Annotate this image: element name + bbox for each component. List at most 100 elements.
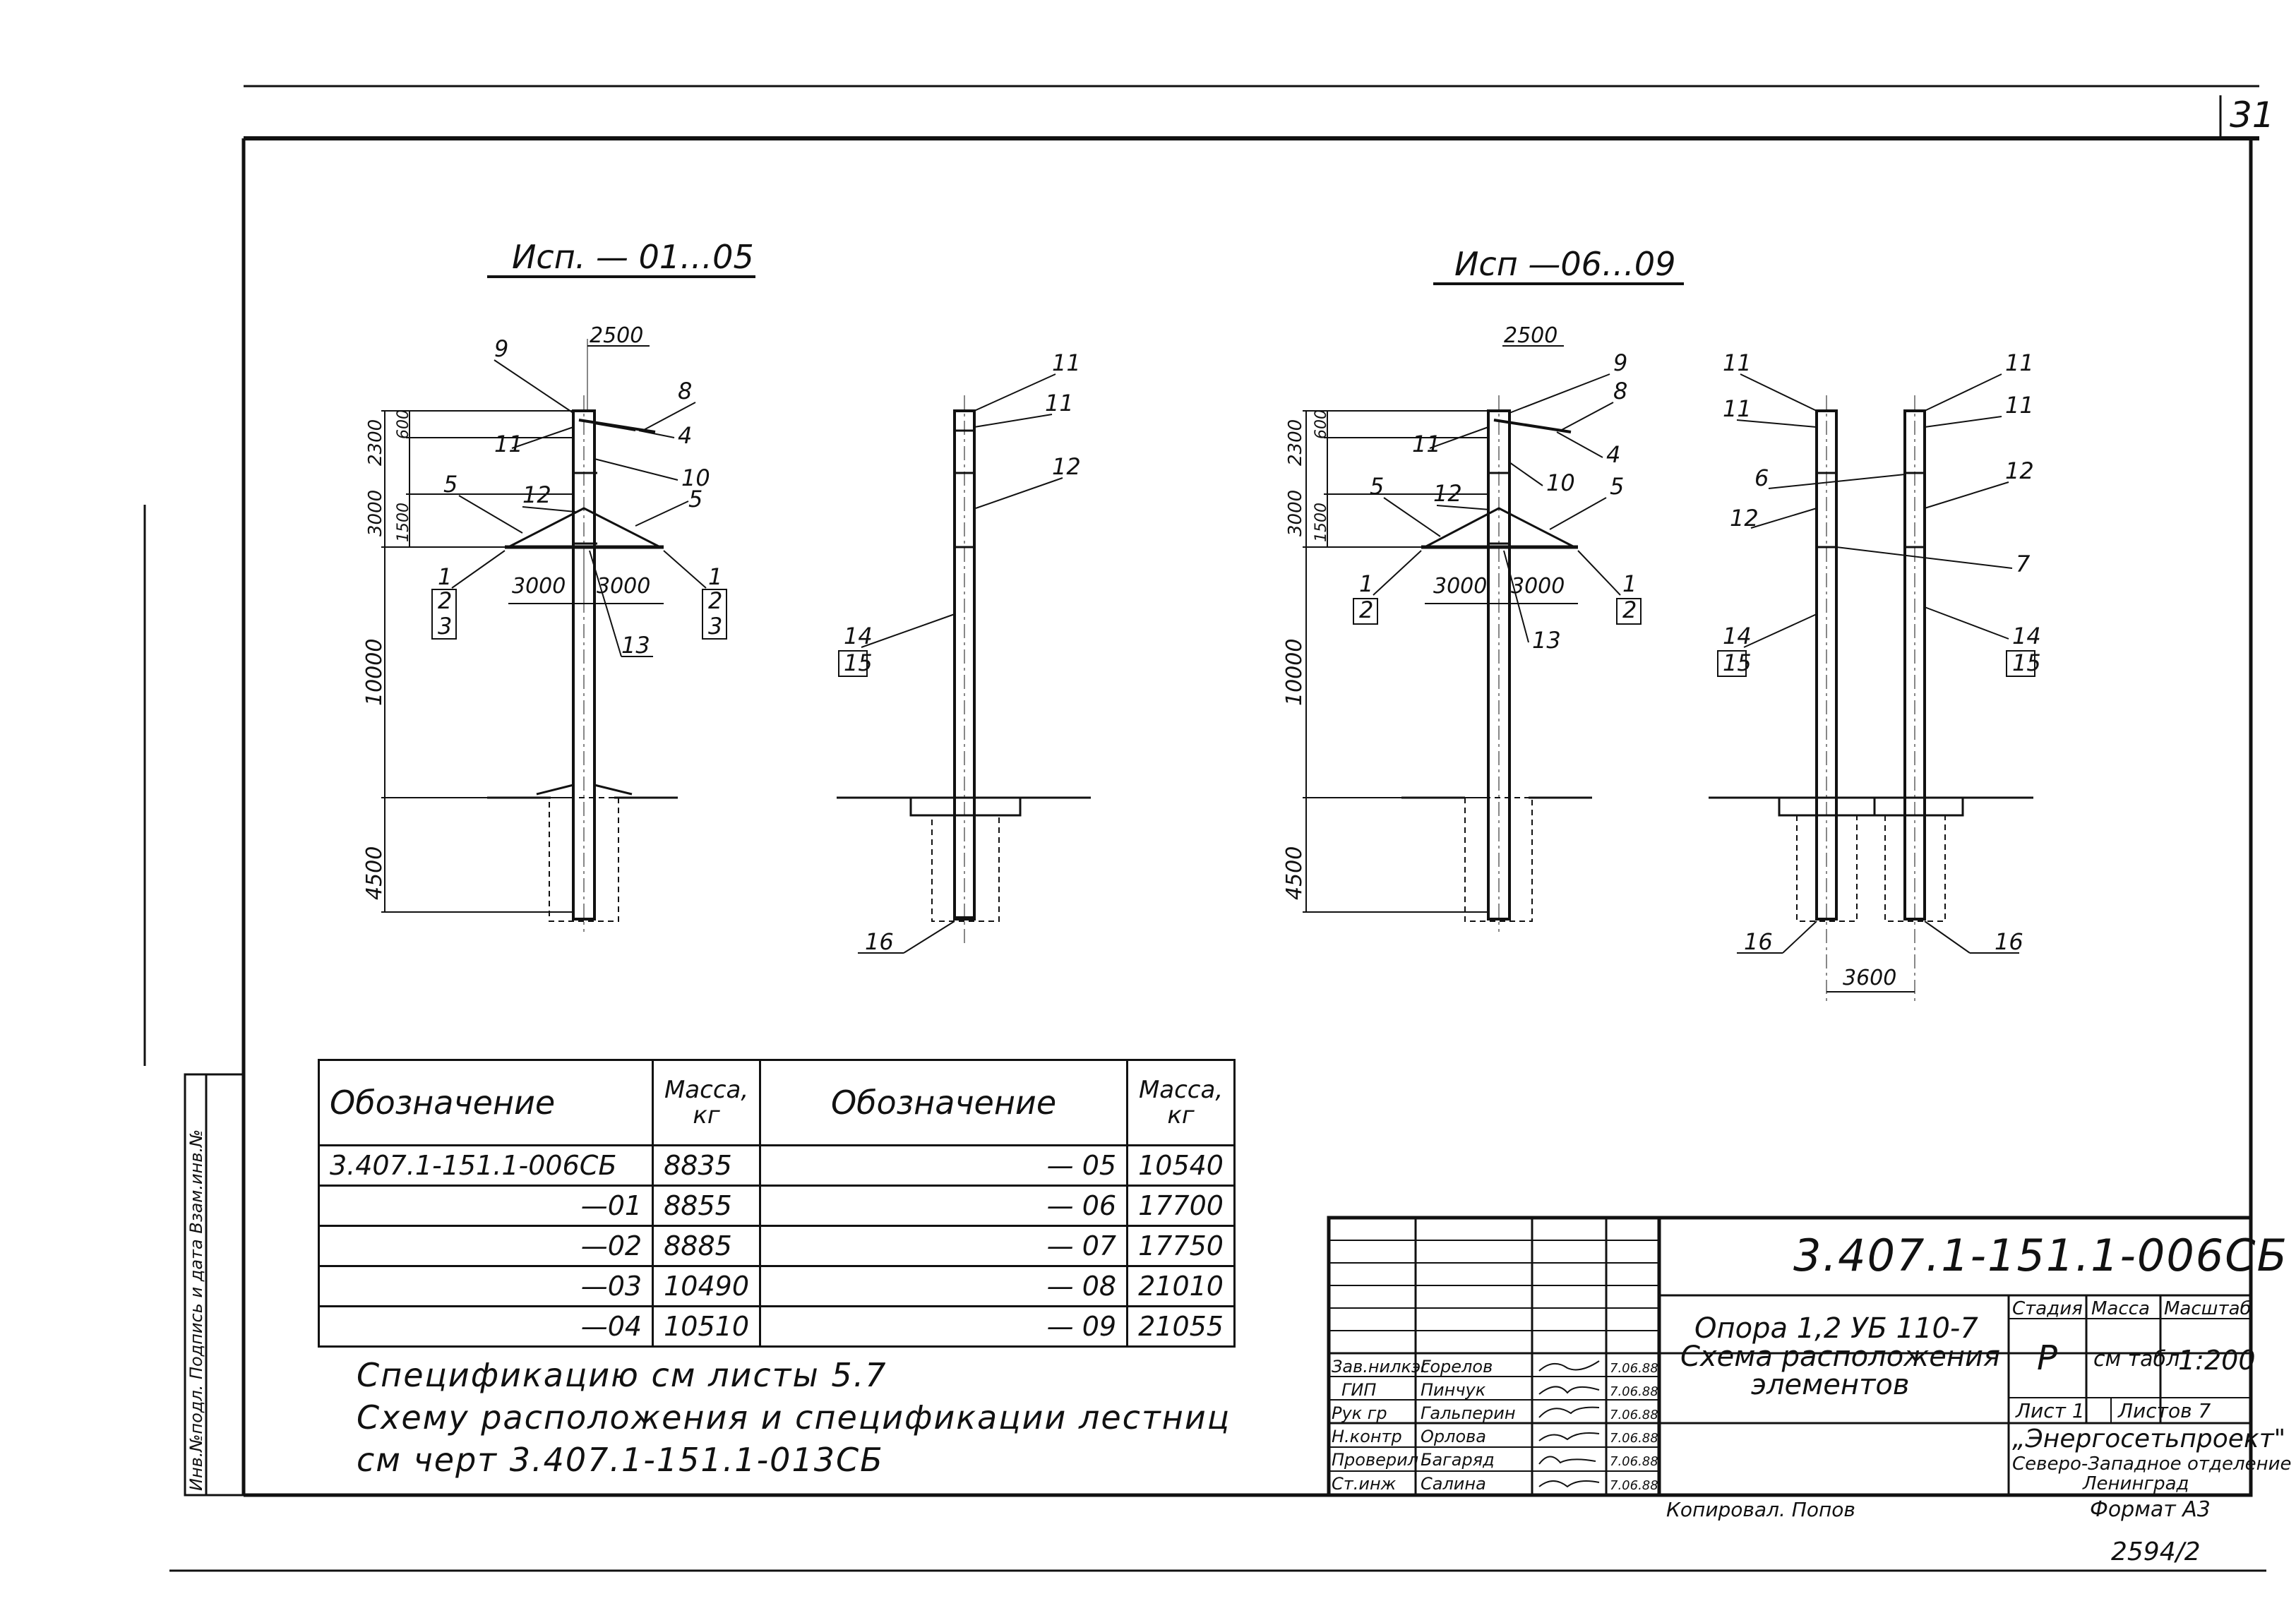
designation-cell: — 06 <box>758 1185 1129 1227</box>
dim-a-width-2500: 2500 <box>590 323 643 348</box>
designation-cell: — 05 <box>758 1144 1129 1187</box>
signer-date: 7.06.88 <box>1610 1454 1658 1469</box>
variant-a-title: Исп. — 01…05 <box>512 238 754 276</box>
table-row: —01 8855 — 06 17700 <box>317 1185 1236 1227</box>
callout: 9 <box>1613 349 1627 376</box>
callout: 14 <box>1723 623 1752 649</box>
mass-cell: 21010 <box>1126 1265 1236 1307</box>
callout: 11 <box>2005 349 2034 376</box>
signer-date: 7.06.88 <box>1610 1361 1658 1376</box>
callout: 1 <box>1622 570 1637 597</box>
dim-a-3000: 3000 <box>365 490 386 536</box>
signature <box>1538 1386 1600 1395</box>
dim-a-2300: 2300 <box>365 419 386 466</box>
variant-a-side-callouts: 11 11 12 14 15 16 <box>838 349 1081 955</box>
dim-b-10000: 10000 <box>1282 639 1307 706</box>
callout: 12 <box>522 481 551 508</box>
designation-cell: 3.407.1-151.1-006СБ <box>317 1144 654 1187</box>
signer-date: 7.06.88 <box>1610 1408 1658 1422</box>
callout: 11 <box>2005 392 2034 419</box>
designation-cell: — 09 <box>758 1305 1129 1348</box>
variant-b-title: Исп —06…09 <box>1454 245 1675 283</box>
callout: 13 <box>621 632 650 659</box>
callout: 3 <box>708 613 722 640</box>
dim-a-left-3000: 3000 <box>512 574 566 599</box>
signer-name: Орлова <box>1421 1427 1486 1446</box>
scale-label: Масштаб <box>2164 1298 2252 1319</box>
pole-side-view-a <box>837 395 1091 946</box>
signer-role: Зав.нилкэс <box>1332 1357 1430 1377</box>
format-label: Формат А3 <box>2090 1497 2211 1522</box>
callout: 8 <box>678 378 692 404</box>
scale-value: 1:200 <box>2178 1345 2256 1376</box>
side-stamp-labels: Инв.№подл. Подпись и дата Взам.инв.№ <box>186 1129 206 1491</box>
mass-cell: 10540 <box>1126 1144 1236 1187</box>
mass-cell: 21055 <box>1126 1305 1236 1348</box>
doc-title-line-1: Опора 1,2 УБ 110-7 <box>1694 1312 1978 1345</box>
dim-a-4500: 4500 <box>362 846 387 900</box>
stage-label: Стадия <box>2012 1298 2083 1319</box>
callout: 5 <box>1370 473 1384 500</box>
sheet-frame <box>143 85 2266 1572</box>
designation-cell: — 08 <box>758 1265 1129 1307</box>
signer-role: Н.контр <box>1332 1427 1402 1446</box>
callout: 16 <box>1995 928 2023 955</box>
callout: 14 <box>2012 623 2041 649</box>
col-designation-header: Обозначение <box>317 1059 654 1146</box>
signer-name: Пинчук <box>1421 1380 1486 1400</box>
mass-cell: 17700 <box>1126 1185 1236 1227</box>
title-block <box>1327 1216 2253 1497</box>
designation-cell: —02 <box>317 1225 654 1267</box>
variant-b-callouts: 9 8 4 11 10 12 5 5 1 2 1 2 13 <box>1353 349 1642 654</box>
callout: 13 <box>1532 627 1561 654</box>
callout: 11 <box>1723 395 1752 422</box>
table-row: 3.407.1-151.1-006СБ 8835 — 05 10540 <box>317 1144 1236 1187</box>
note-line-3: см черт 3.407.1-151.1-013СБ <box>357 1441 884 1479</box>
dim-a-1500: 1500 <box>395 503 412 542</box>
variant-b-drawing: Исп —06…09 2500 <box>1282 245 2041 1002</box>
designation-cell: — 07 <box>758 1225 1129 1267</box>
callout: 11 <box>494 431 523 457</box>
variant-b-side-callouts: 11 11 11 11 6 12 12 7 14 15 14 15 16 <box>1717 349 2041 990</box>
variant-b-dimensions: 2500 3000 3000 2300 600 3000 1500 10000 … <box>1282 323 1578 913</box>
mass-cell: 8855 <box>652 1185 761 1227</box>
callout: 10 <box>681 464 710 491</box>
signer-date: 7.06.88 <box>1610 1431 1658 1446</box>
callout: 7 <box>2016 551 2031 577</box>
mass-cell: 8885 <box>652 1225 761 1267</box>
sheets-label: Листов 7 <box>2117 1399 2211 1422</box>
copied-by: Копировал. Попов <box>1666 1498 1855 1521</box>
org-line-2: Северо-Западное отделение <box>2012 1453 2291 1475</box>
notes: Спецификацию см листы 5.7 Схему располож… <box>357 1354 1231 1481</box>
callout: 8 <box>1613 378 1627 404</box>
stage-value: Р <box>2037 1338 2057 1378</box>
col-mass-header: Масса, кг <box>652 1059 761 1146</box>
dim-b-4500: 4500 <box>1282 846 1307 900</box>
dim-b-width-2500: 2500 <box>1504 323 1557 348</box>
callout: 5 <box>688 486 702 512</box>
callout: 2 <box>1359 596 1373 623</box>
pole-front-view-a <box>487 395 678 932</box>
table-row: —02 8885 — 07 17750 <box>317 1225 1236 1267</box>
signers-table: Зав.нилкэс Горелов 7.06.88 ГИП Пинчук 7.… <box>1332 1357 1658 1494</box>
designation-cell: —04 <box>317 1305 654 1348</box>
variant-a-callouts: 9 8 4 11 10 12 5 5 1 2 3 1 2 3 1 <box>431 335 727 659</box>
callout: 11 <box>1412 431 1441 457</box>
signer-name: Салина <box>1421 1474 1486 1494</box>
variant-a-dimensions: 2500 3000 3000 2300 600 3000 1500 10000 … <box>362 323 664 913</box>
signer-name: Горелов <box>1421 1357 1493 1377</box>
signer-role: Проверил <box>1332 1450 1418 1470</box>
callout: 16 <box>865 928 894 955</box>
col-designation-header-2: Обозначение <box>758 1059 1129 1146</box>
dim-a-right-3000: 3000 <box>597 574 650 599</box>
callout: 4 <box>678 422 692 449</box>
callout: 15 <box>1723 649 1752 676</box>
callout: 11 <box>1723 349 1752 376</box>
variant-a-drawing: Исп. — 01…05 <box>362 238 1091 955</box>
signer-name: Гальперин <box>1421 1403 1516 1423</box>
callout: 15 <box>2012 649 2041 676</box>
specification-table: Обозначение Масса, кг Обозначение Масса,… <box>317 1059 1236 1348</box>
signature <box>1538 1480 1600 1488</box>
dim-b-600: 600 <box>1313 409 1330 439</box>
col-mass-header-2: Масса, кг <box>1126 1059 1236 1146</box>
